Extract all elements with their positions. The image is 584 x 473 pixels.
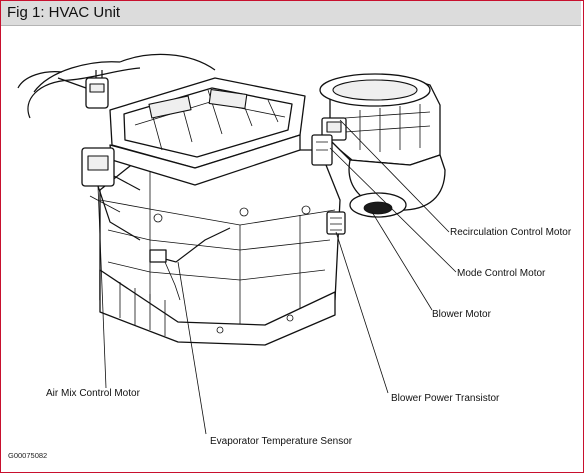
hvac-unit-illustration	[17, 53, 446, 346]
label-blower-power-transistor: Blower Power Transistor	[391, 393, 500, 404]
label-blower-motor: Blower Motor	[432, 309, 492, 320]
figure-code: G00075082	[8, 451, 47, 460]
leader-mode	[329, 147, 457, 273]
callout-labels: Recirculation Control Motor Mode Control…	[8, 227, 572, 460]
label-evaporator-temperature-sensor: Evaporator Temperature Sensor	[210, 436, 353, 447]
figure-title: Fig 1: HVAC Unit	[7, 4, 121, 21]
leader-air-mix	[97, 185, 107, 389]
label-mode-control-motor: Mode Control Motor	[457, 268, 546, 279]
leader-lines	[97, 119, 457, 435]
label-air-mix-control-motor: Air Mix Control Motor	[46, 388, 141, 399]
leader-recirculation	[339, 119, 450, 233]
leader-evaporator	[177, 261, 207, 435]
leader-blower	[371, 211, 433, 311]
leader-transistor	[335, 231, 389, 394]
label-recirculation-control-motor: Recirculation Control Motor	[450, 227, 572, 238]
title-bar: Fig 1: HVAC Unit	[1, 1, 581, 26]
